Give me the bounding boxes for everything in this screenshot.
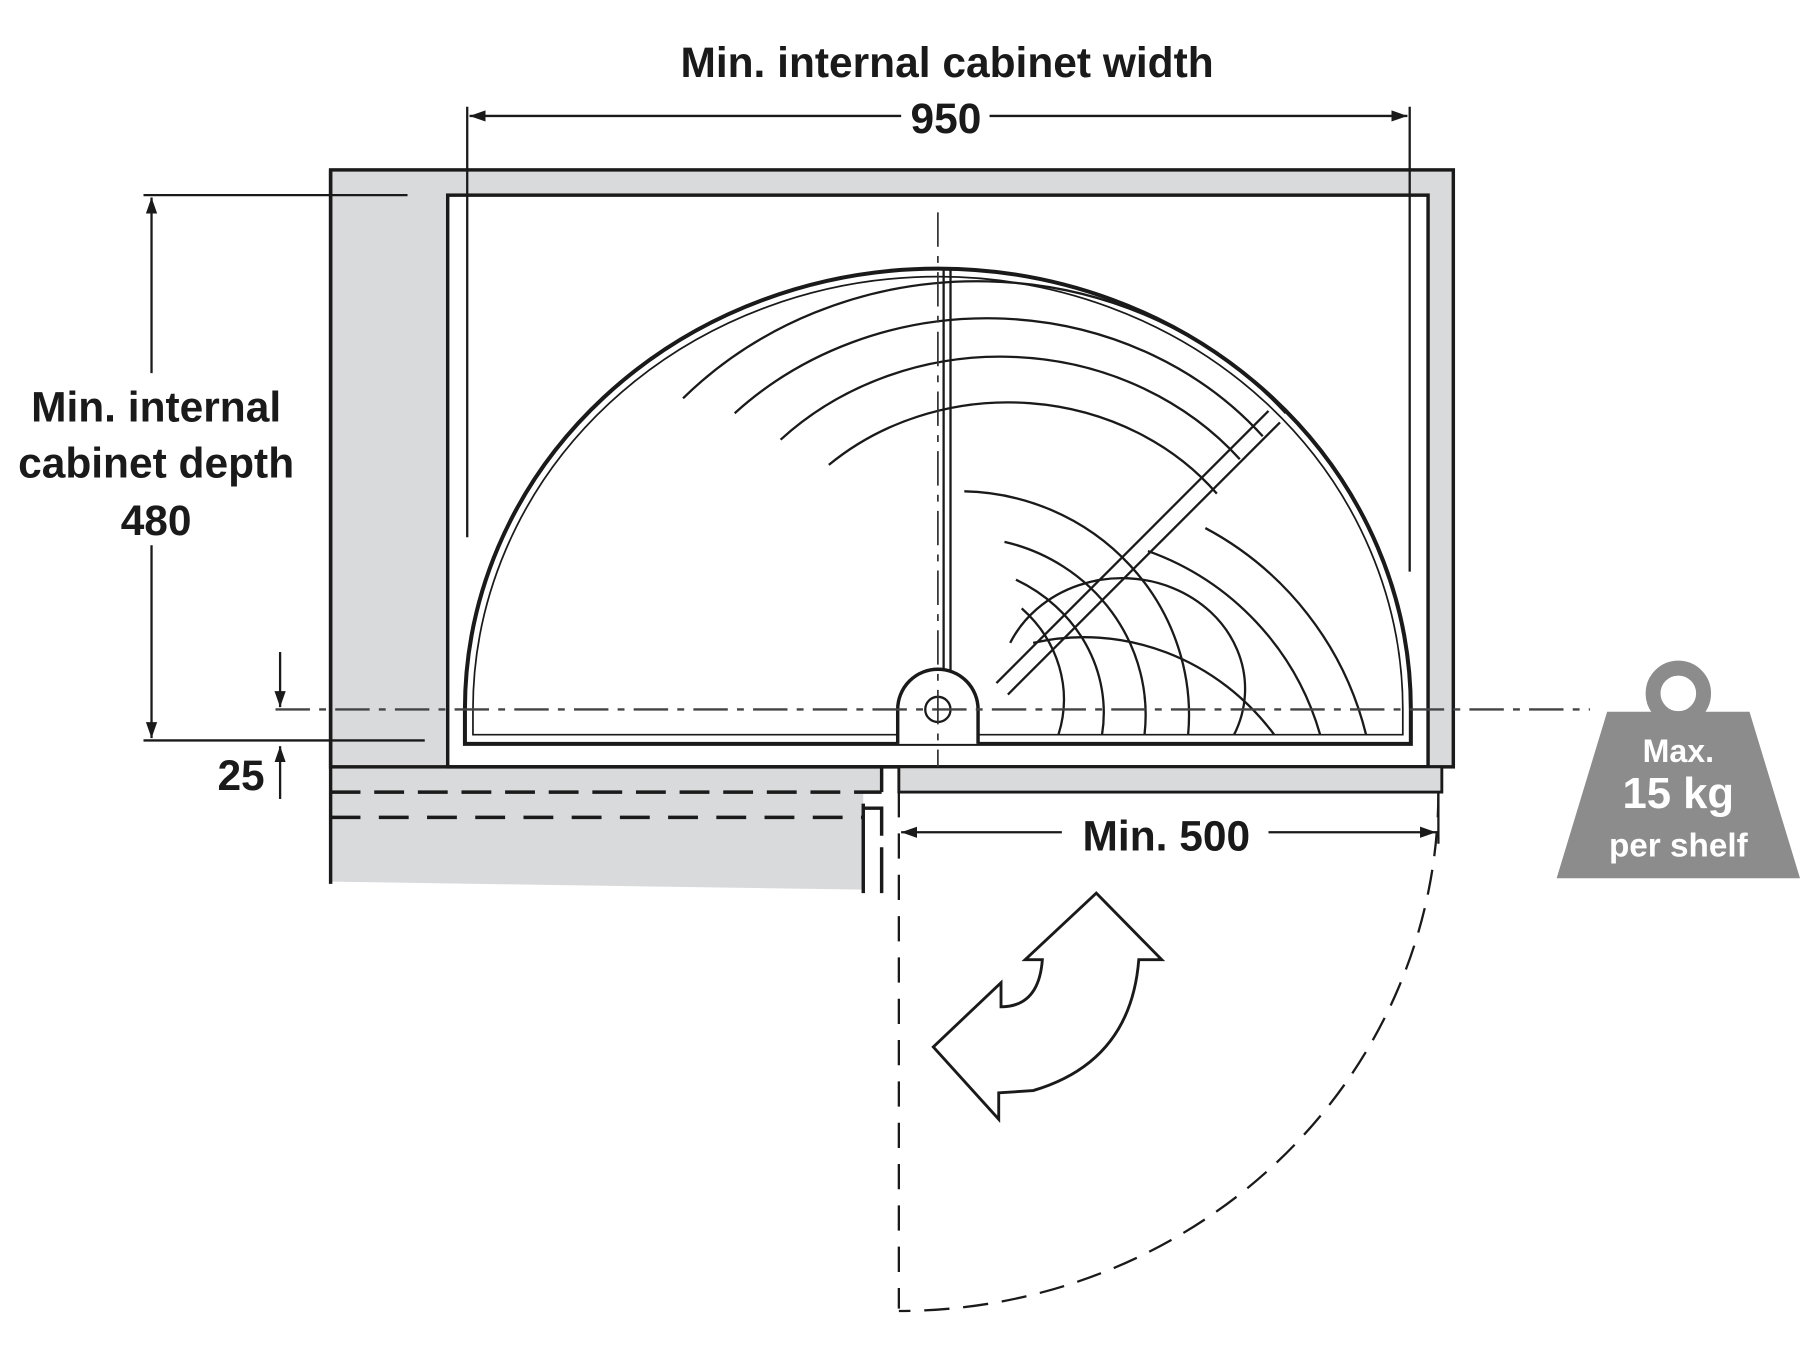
width-dimension <box>466 106 1411 572</box>
depth-label-line2: cabinet depth <box>18 440 294 487</box>
weight-line3: per shelf <box>1609 827 1749 864</box>
rotation-arrow-icon <box>931 891 1166 1123</box>
depth-label-line1: Min. internal <box>31 383 281 430</box>
door-swing-arc <box>898 792 1440 1313</box>
width-label: Min. internal cabinet width <box>680 39 1213 86</box>
width-value: 950 <box>910 95 981 142</box>
weight-line1: Max. <box>1643 733 1714 769</box>
weight-line2: 15 kg <box>1623 770 1735 818</box>
max-weight-badge: Max. 15 kg per shelf <box>1556 660 1800 879</box>
door-label: Min. 500 <box>1083 813 1251 860</box>
cabinet <box>328 168 1456 1309</box>
depth-value: 480 <box>121 497 192 544</box>
depth-dimension <box>143 194 425 742</box>
offset-value: 25 <box>217 752 264 799</box>
front-strip <box>897 765 1444 794</box>
